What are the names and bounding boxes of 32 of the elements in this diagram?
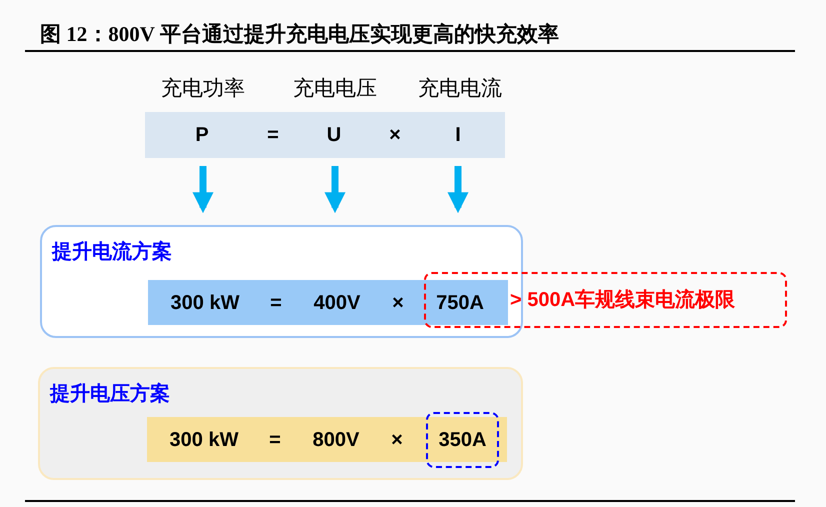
equation-term: 400V [312, 290, 362, 314]
equation-term: 300 kW [170, 290, 240, 314]
column-heading: 充电电压 [292, 76, 378, 102]
formula-bar [145, 112, 505, 158]
equation-bar [147, 417, 507, 462]
arrow [448, 166, 468, 214]
scheme-panel [38, 367, 523, 480]
math-symbol: = [269, 290, 283, 314]
equation-term: 300 kW [168, 428, 240, 452]
math-symbol: × [391, 290, 405, 314]
math-symbol: P [194, 123, 210, 147]
limit-note: > 500A车规线束电流极限 [510, 288, 736, 312]
math-symbol: U [326, 123, 342, 147]
column-heading: 充电功率 [160, 76, 246, 102]
math-symbol: = [266, 123, 280, 147]
scheme-panel [40, 225, 523, 338]
highlight-dashed-box [424, 272, 787, 328]
math-symbol: × [388, 123, 402, 147]
arrow [192, 166, 214, 214]
panel-title: 提升电流方案 [52, 239, 172, 265]
arrow [324, 166, 346, 214]
column-heading: 充电电流 [417, 76, 503, 102]
equation-term: 750A [435, 290, 485, 314]
highlight-dashed-box [426, 412, 499, 468]
equation-term: 800V [312, 428, 360, 452]
panel-title: 提升电压方案 [50, 381, 170, 407]
math-symbol: I [454, 123, 462, 147]
math-symbol: × [390, 428, 404, 452]
equation-term: 350A [438, 428, 488, 452]
equation-bar [148, 280, 508, 325]
math-symbol: = [268, 428, 282, 452]
figure-title: 图 12：800V 平台通过提升充电电压实现更高的快充效率 [40, 21, 559, 48]
